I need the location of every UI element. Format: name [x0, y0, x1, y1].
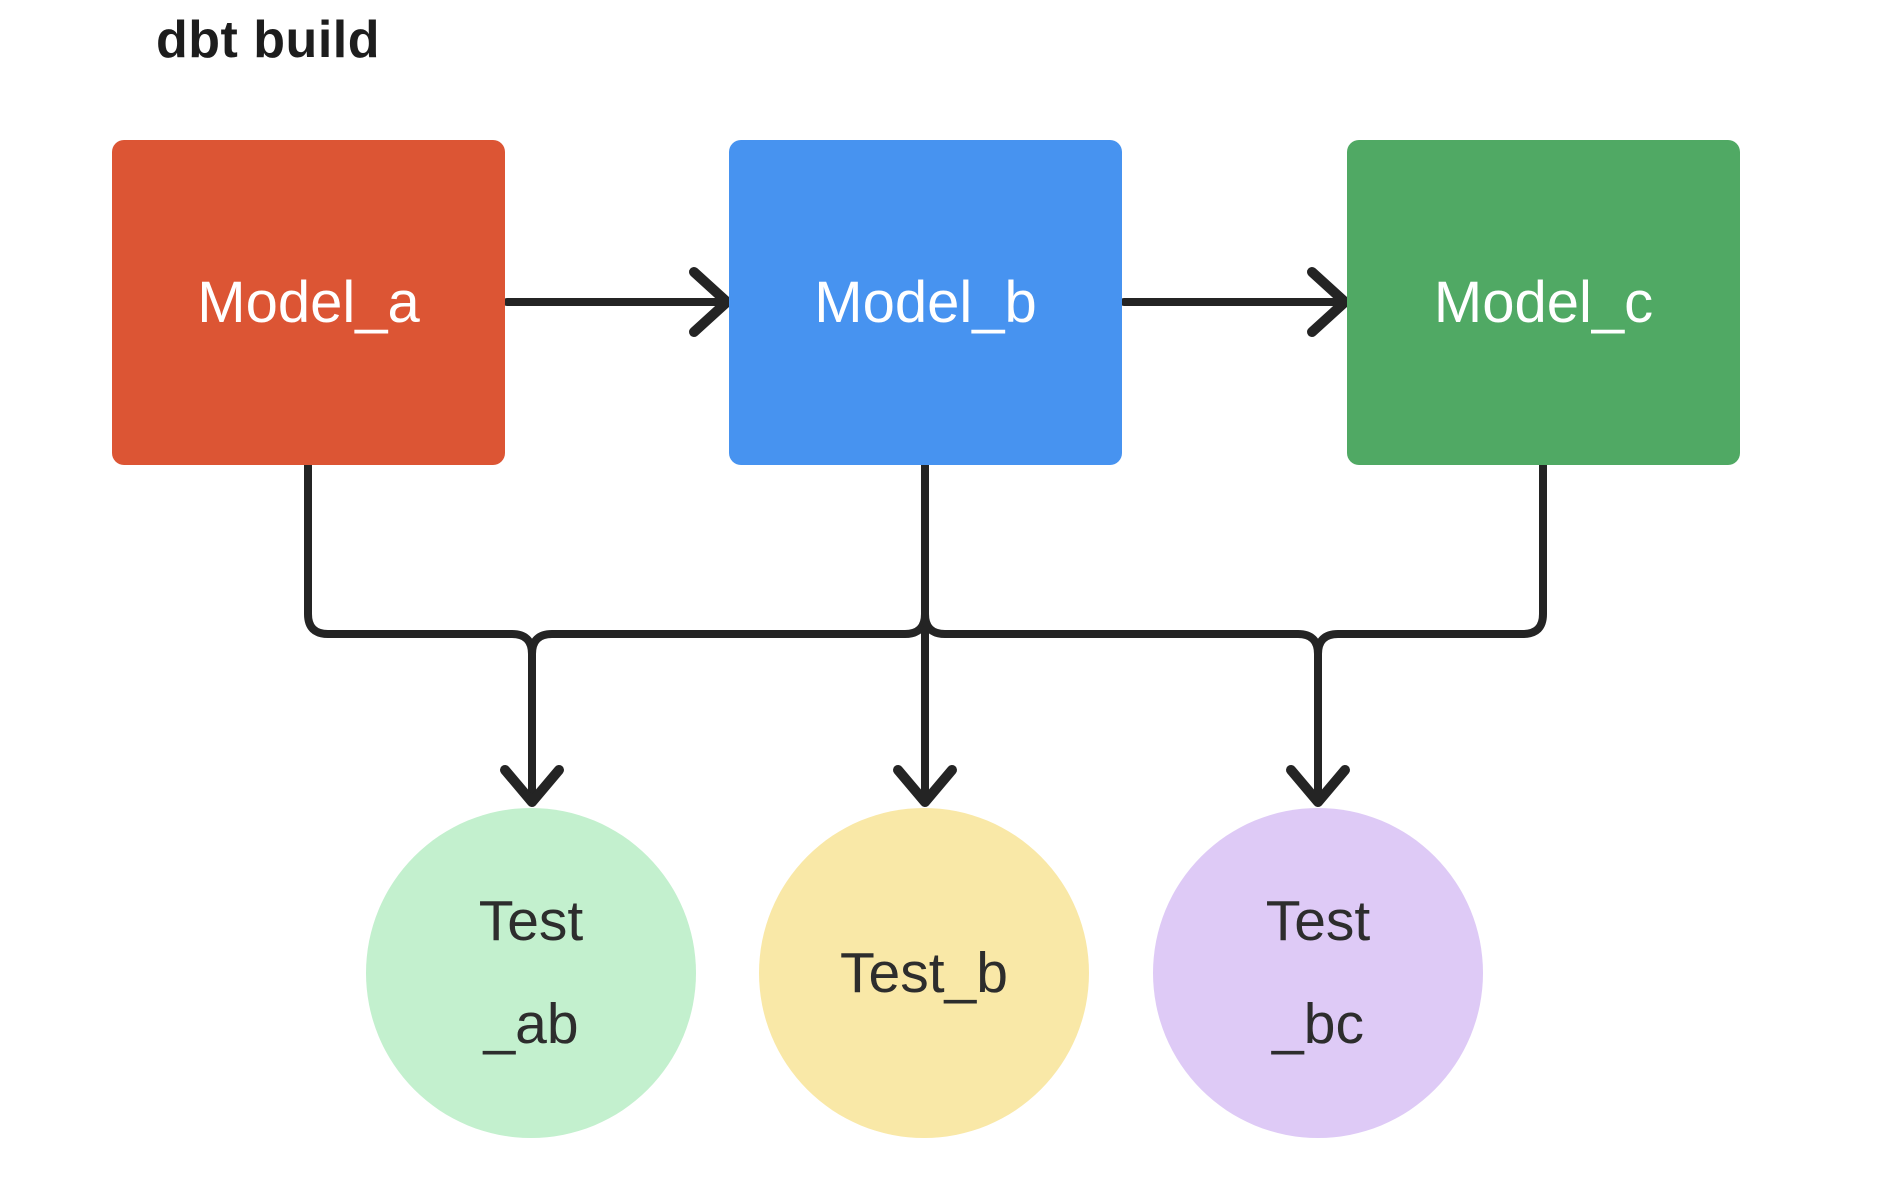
node-test-ab: Test _ab: [366, 808, 696, 1138]
node-model-a-label: Model_a: [197, 270, 420, 335]
arrowhead-into-model-c: [1307, 267, 1350, 337]
edge-model-b-to-test-ab: [528, 461, 929, 658]
node-model-c-label: Model_c: [1433, 270, 1654, 335]
node-model-b: Model_b: [729, 140, 1122, 465]
node-test-b-label: Test_b: [840, 940, 1008, 1005]
node-test-bc-label-line-2: _bc: [1272, 992, 1364, 1056]
arrowhead-into-model-b: [689, 267, 732, 337]
edge-model-a-to-test-ab: [304, 461, 536, 800]
arrowhead-into-test-b: [893, 765, 957, 807]
node-model-a: Model_a: [112, 140, 505, 465]
edge-model-b-to-test-bc: [921, 461, 1322, 800]
edge-model-c-to-test-bc: [1314, 461, 1547, 658]
node-model-c: Model_c: [1347, 140, 1740, 465]
arrowheads: [500, 267, 1350, 807]
node-test-ab-label-line-2: _ab: [483, 992, 579, 1056]
connector-lines: [304, 298, 1547, 800]
arrowhead-into-test-ab: [500, 765, 564, 807]
node-model-b-label: Model_b: [814, 270, 1037, 335]
node-test-b: Test_b: [759, 808, 1089, 1138]
node-test-bc-label-line-1: Test: [1265, 889, 1371, 954]
node-test-bc: Test _bc: [1153, 808, 1483, 1138]
node-test-ab-label-line-1: Test: [478, 889, 584, 954]
arrowhead-into-test-bc: [1286, 765, 1350, 807]
diagram-title: dbt build: [156, 11, 380, 69]
